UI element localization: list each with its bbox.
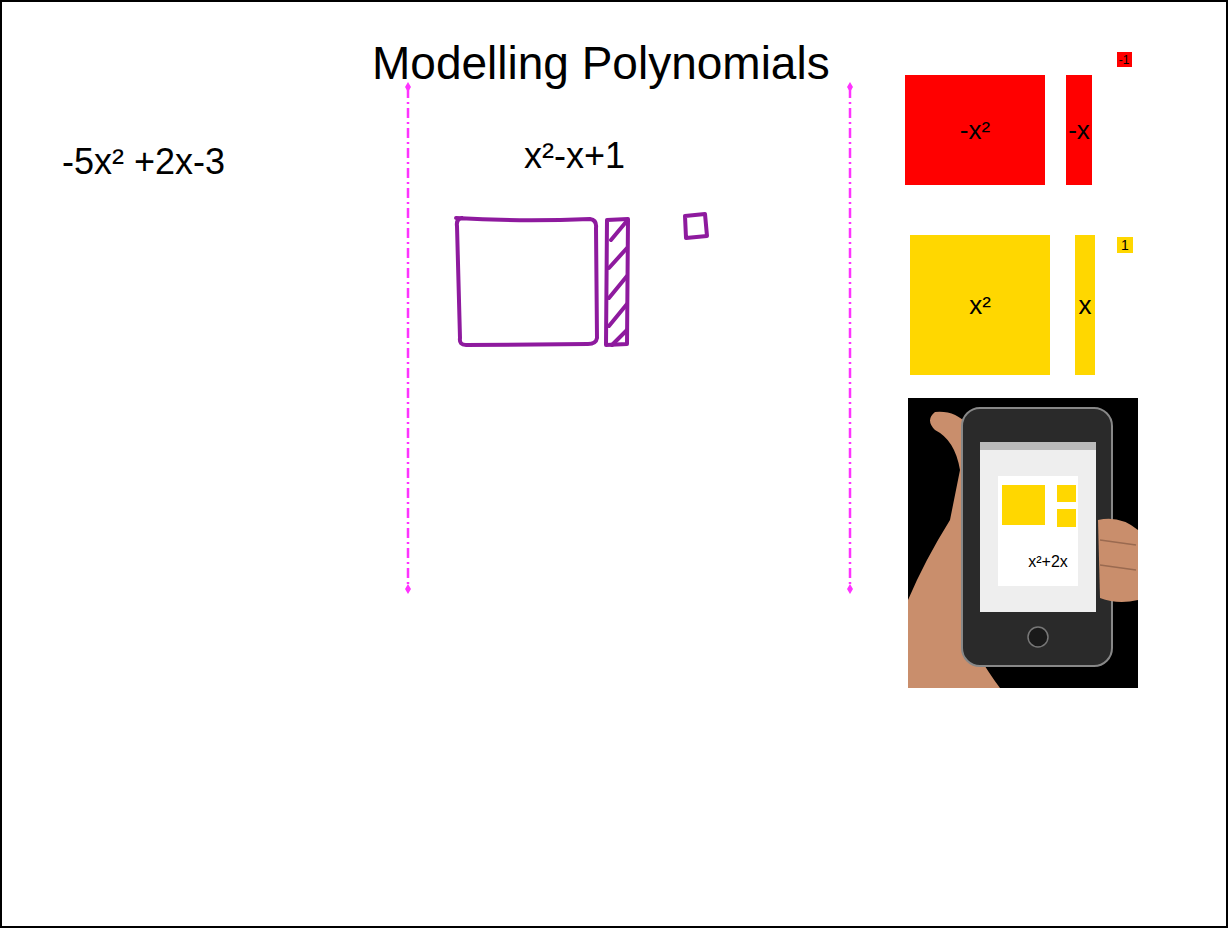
phone-photo (908, 398, 1138, 688)
divider-lines (405, 82, 853, 594)
divider-line (407, 88, 410, 588)
positive-bar-tile: x (1075, 235, 1095, 375)
fingers (1098, 519, 1138, 602)
phone-screen (980, 442, 1096, 612)
screen-tile (1057, 485, 1076, 502)
divider-end (405, 584, 411, 594)
polynomial-expression: x²-x+1 (524, 136, 625, 176)
sketch-square (456, 218, 597, 345)
tile-label: x (1079, 292, 1092, 318)
negative-square-tile: -x² (905, 75, 1045, 185)
tile-label: -x² (960, 117, 990, 143)
app-area (998, 476, 1078, 586)
photo-background (908, 398, 1138, 688)
divider-end (847, 82, 853, 92)
divider-line (849, 88, 852, 588)
sketch-unit (685, 214, 707, 238)
sketch-bar (606, 219, 628, 345)
tile-label: 1 (1121, 238, 1129, 252)
tile-label: -1 (1119, 54, 1130, 66)
finger-lines (1100, 540, 1136, 570)
hand-drawn-tiles (456, 214, 707, 345)
tile-label: -x (1068, 117, 1090, 143)
divider-end (847, 584, 853, 594)
screen-caption: x²+2x (1028, 553, 1068, 571)
phone-body (962, 408, 1112, 666)
positive-unit-tile: 1 (1117, 237, 1133, 253)
tile-label: x² (969, 292, 991, 318)
screen-tile (1057, 509, 1076, 527)
sketch-hatching (609, 222, 627, 345)
screen-tile (1002, 485, 1045, 525)
positive-square-tile: x² (910, 235, 1050, 375)
status-bar (980, 442, 1096, 450)
slide-title: Modelling Polynomials (372, 38, 830, 89)
home-button (1028, 627, 1048, 647)
negative-bar-tile: -x (1066, 75, 1092, 185)
negative-unit-tile: -1 (1117, 52, 1132, 67)
polynomial-expression: -5x² +2x-3 (62, 142, 225, 182)
